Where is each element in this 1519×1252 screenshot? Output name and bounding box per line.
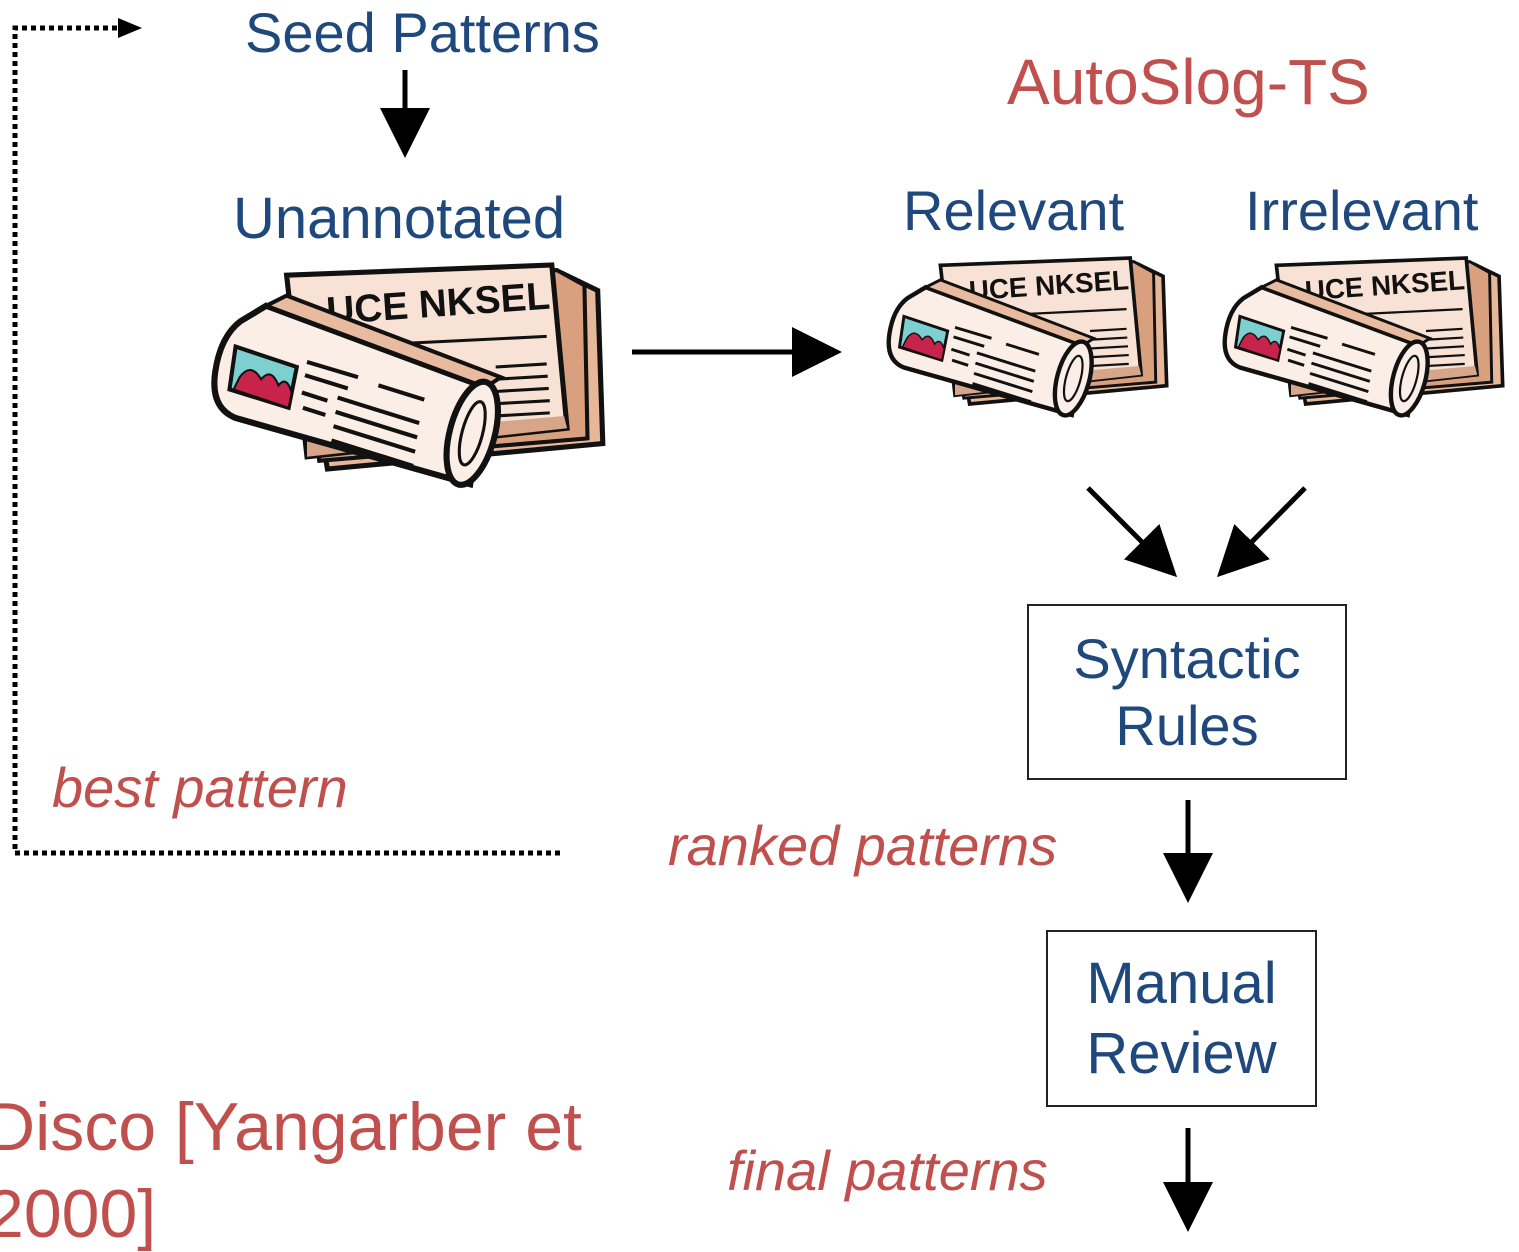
manual-review-line1: Manual [1086,950,1277,1016]
autoslog-title: AutoSlog-TS [1007,46,1370,118]
syntactic-rules-line2: Rules [1115,694,1259,757]
newspaper-icon [1225,258,1503,419]
unannotated-label: Unannotated [233,186,566,251]
final-patterns-label: final patterns [727,1139,1048,1202]
feedback-loop-arrowhead [118,18,142,38]
ranked-patterns-label: ranked patterns [668,814,1058,877]
disco-citation-line1: Disco [Yangarber et [0,1089,582,1165]
arrow-irrelevant-to-rules [1216,486,1307,578]
manual-review-box: Manual Review [1046,930,1317,1107]
newspaper-icon [889,258,1167,419]
seed-patterns-label: Seed Patterns [245,1,600,64]
best-pattern-label: best pattern [52,756,348,819]
relevant-label: Relevant [903,179,1125,242]
feedback-loop-dotted [12,25,560,856]
manual-review-line2: Review [1086,1020,1277,1086]
disco-citation-line2: 2000] [0,1176,157,1252]
syntactic-rules-box: Syntactic Rules [1027,604,1347,780]
arrow-relevant-to-rules [1086,486,1178,578]
irrelevant-label: Irrelevant [1245,179,1479,242]
newspaper-icon [214,265,602,490]
syntactic-rules-line1: Syntactic [1073,626,1301,690]
